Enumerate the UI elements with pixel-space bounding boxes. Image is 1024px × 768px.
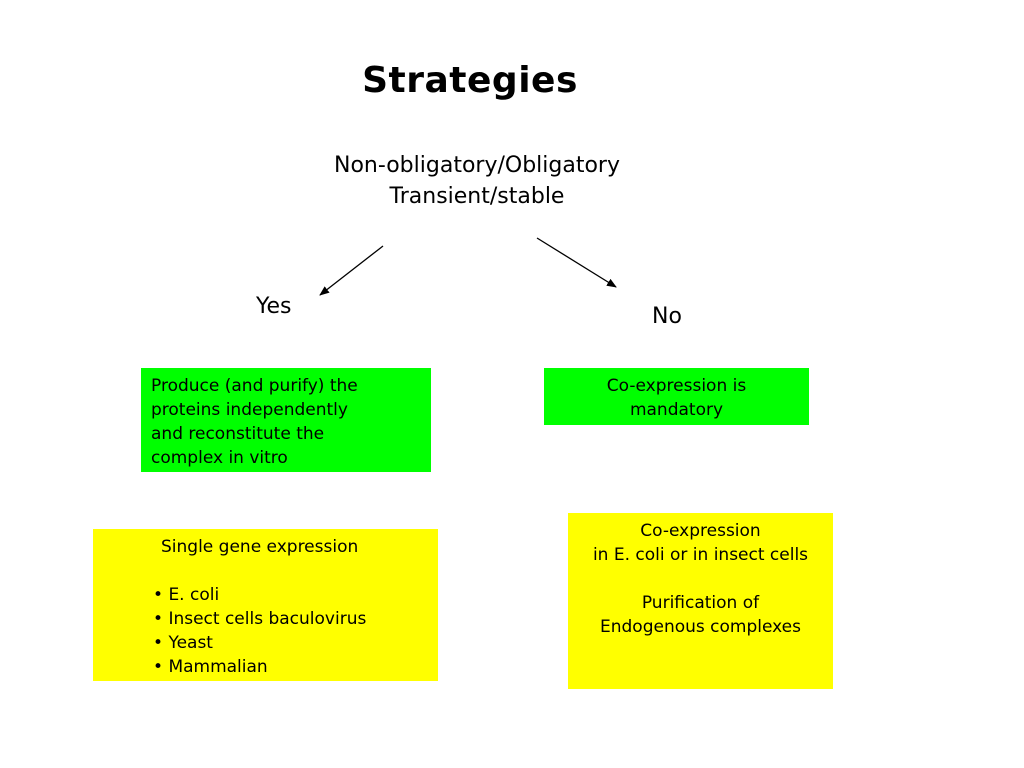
box-line: complex in vitro — [151, 448, 288, 468]
box-spacer — [572, 567, 829, 591]
box-coexpression-mandatory: Co-expression is mandatory — [544, 368, 809, 425]
box-coexpression-purification: Co-expression in E. coli or in insect ce… — [568, 513, 833, 689]
slide-title: Strategies — [362, 60, 578, 101]
box-heading: Single gene expression — [161, 537, 359, 557]
arrow-no — [536, 237, 617, 288]
arrow-yes — [319, 245, 384, 296]
list-item: Mammalian — [153, 655, 428, 679]
list-item: Yeast — [153, 631, 428, 655]
question-line-1: Non-obligatory/Obligatory — [334, 153, 620, 178]
box-line: Co-expression is — [606, 376, 747, 396]
box-line: Produce (and purify) the — [151, 376, 358, 396]
list-item: Insect cells baculovirus — [153, 607, 428, 631]
box-line: and reconstitute the — [151, 424, 325, 444]
list-item: E. coli — [153, 583, 428, 607]
box-spacer — [153, 559, 428, 583]
box-line: Co-expression — [640, 521, 761, 541]
box-line: in E. coli or in insect cells — [592, 545, 809, 565]
branch-label-no: No — [652, 304, 682, 329]
expression-system-list: E. coli Insect cells baculovirus Yeast M… — [153, 583, 428, 679]
box-line: proteins independently — [151, 400, 348, 420]
box-single-gene-expression: Single gene expression E. coli Insect ce… — [93, 529, 438, 681]
box-line: Purification of — [641, 593, 760, 613]
box-independent-production: Produce (and purify) the proteins indepe… — [141, 368, 431, 472]
box-line: mandatory — [629, 400, 724, 420]
box-line: Endogenous complexes — [599, 617, 801, 637]
question-block: Non-obligatory/Obligatory Transient/stab… — [277, 150, 677, 212]
branch-label-yes: Yes — [256, 294, 292, 319]
question-line-2: Transient/stable — [389, 184, 565, 209]
